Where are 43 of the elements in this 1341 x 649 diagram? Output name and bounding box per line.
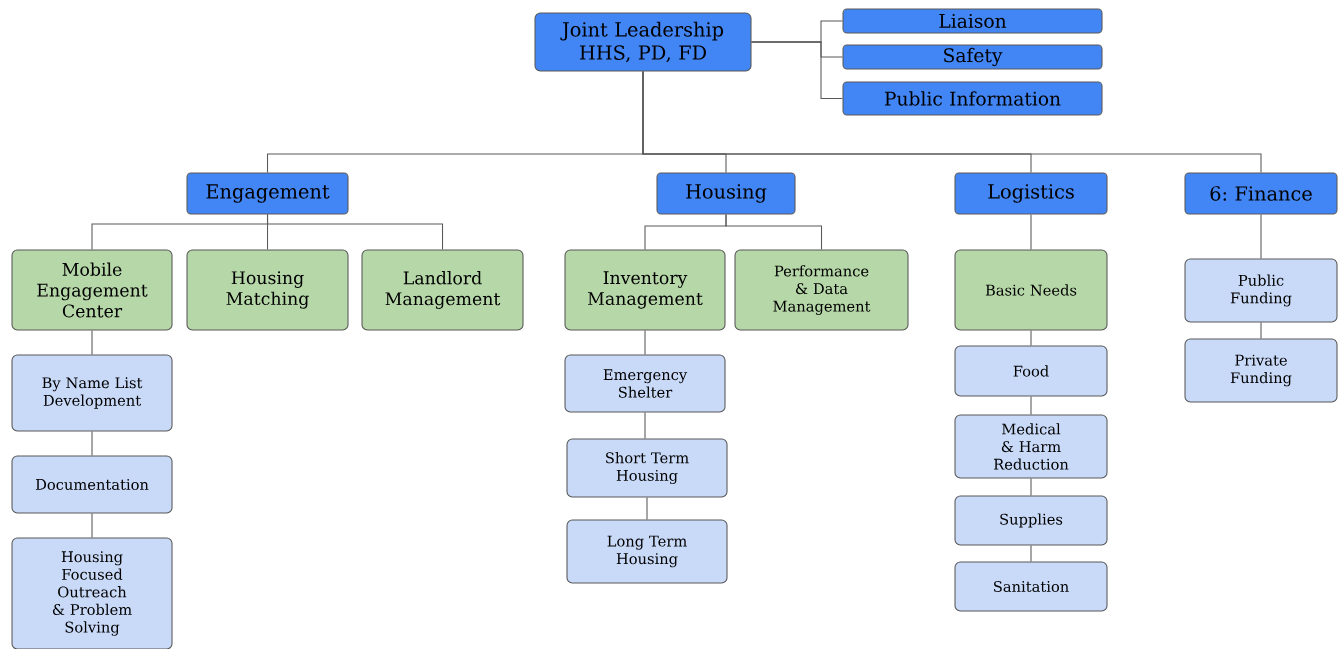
unit-box: Landlord Management: [361, 249, 524, 331]
task-box: Documentation: [11, 455, 173, 514]
task-box: Supplies: [954, 495, 1108, 546]
connector-line: [646, 497, 648, 520]
unit-box: Mobile Engagement Center: [11, 249, 173, 331]
connector-line: [1030, 545, 1032, 562]
connector-line: [266, 214, 444, 250]
connector-line: [1030, 396, 1032, 415]
section-box: Engagement: [186, 172, 349, 215]
task-box: Long Term Housing: [566, 519, 728, 584]
connector-line: [751, 41, 843, 100]
task-box: By Name List Development: [11, 354, 173, 432]
connector-line: [1260, 322, 1262, 339]
connector-line: [91, 431, 93, 456]
task-box: Emergency Shelter: [564, 354, 726, 413]
section-box: Public Information: [842, 81, 1103, 116]
task-box: Housing Focused Outreach & Problem Solving: [11, 537, 173, 649]
unit-box: Inventory Management: [564, 249, 726, 331]
task-box: Medical & Harm Reduction: [954, 414, 1108, 479]
unit-box: Basic Needs: [954, 249, 1108, 331]
connector-line: [1030, 478, 1032, 496]
section-box: 6: Finance: [1184, 172, 1338, 215]
section-box: Liaison: [842, 8, 1103, 34]
connector-line: [644, 330, 646, 355]
section-box: Joint Leadership HHS, PD, FD: [534, 12, 752, 72]
connector-line: [1030, 214, 1032, 250]
connector-line: [642, 71, 1262, 173]
section-box: Housing: [656, 172, 796, 215]
section-box: Safety: [842, 44, 1103, 70]
task-box: Short Term Housing: [566, 438, 728, 498]
connector-line: [1260, 214, 1262, 259]
connector-line: [91, 330, 93, 355]
task-box: Public Funding: [1184, 258, 1338, 323]
connector-line: [644, 412, 646, 439]
task-box: Private Funding: [1184, 338, 1338, 403]
task-box: Food: [954, 345, 1108, 397]
unit-box: Performance & Data Management: [734, 249, 909, 331]
connector-line: [1030, 330, 1032, 346]
connector-line: [725, 214, 823, 250]
connector-line: [91, 513, 93, 538]
unit-box: Housing Matching: [186, 249, 349, 331]
task-box: Sanitation: [954, 561, 1108, 612]
section-box: Logistics: [954, 172, 1108, 215]
